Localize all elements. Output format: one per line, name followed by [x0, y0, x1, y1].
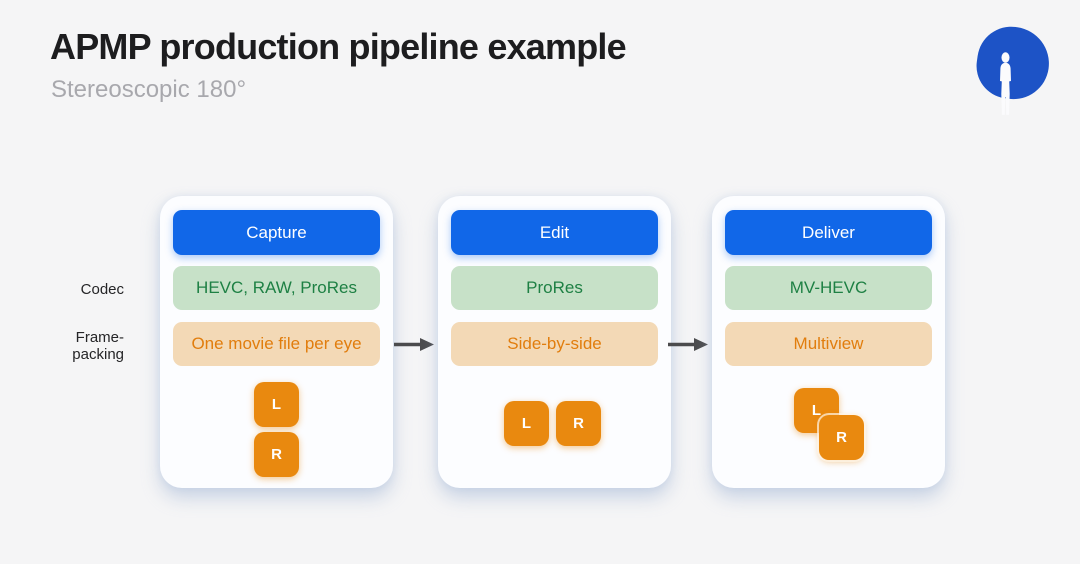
arrow-right-icon: [668, 338, 708, 351]
person-silhouette-icon: [1000, 52, 1011, 115]
row-label-codec: Codec: [80, 281, 124, 298]
frame-packing-value-capture: One movie file per eye: [173, 322, 380, 366]
frame-packing-value-edit: Side-by-side: [451, 322, 658, 366]
stage-header-edit: Edit: [451, 210, 658, 255]
left-eye-block: L: [254, 382, 299, 427]
right-eye-block: R: [556, 401, 601, 446]
frame-packing-value-deliver: Multiview: [725, 322, 932, 366]
stage-card-capture: Capture HEVC, RAW, ProRes One movie file…: [160, 196, 393, 488]
codec-value-edit: ProRes: [451, 266, 658, 310]
frame-packing-line2: packing: [72, 346, 124, 363]
stage-header-capture: Capture: [173, 210, 380, 255]
codec-value-capture: HEVC, RAW, ProRes: [173, 266, 380, 310]
page-subtitle: Stereoscopic 180°: [51, 76, 247, 103]
stage-card-edit: Edit ProRes Side-by-side L R: [438, 196, 671, 488]
stage-header-deliver: Deliver: [725, 210, 932, 255]
frame-packing-line1: Frame-: [75, 329, 124, 346]
left-eye-block: L: [504, 401, 549, 446]
person-in-circle-icon: [972, 22, 1055, 125]
right-eye-block: R: [254, 432, 299, 477]
codec-value-deliver: MV-HEVC: [725, 266, 932, 310]
right-eye-block: R: [819, 415, 864, 460]
stage-card-deliver: Deliver MV-HEVC Multiview L R: [712, 196, 945, 488]
page-title: APMP production pipeline example: [50, 26, 627, 67]
arrow-right-icon: [394, 338, 434, 351]
row-label-frame-packing: Frame- packing: [40, 329, 124, 363]
